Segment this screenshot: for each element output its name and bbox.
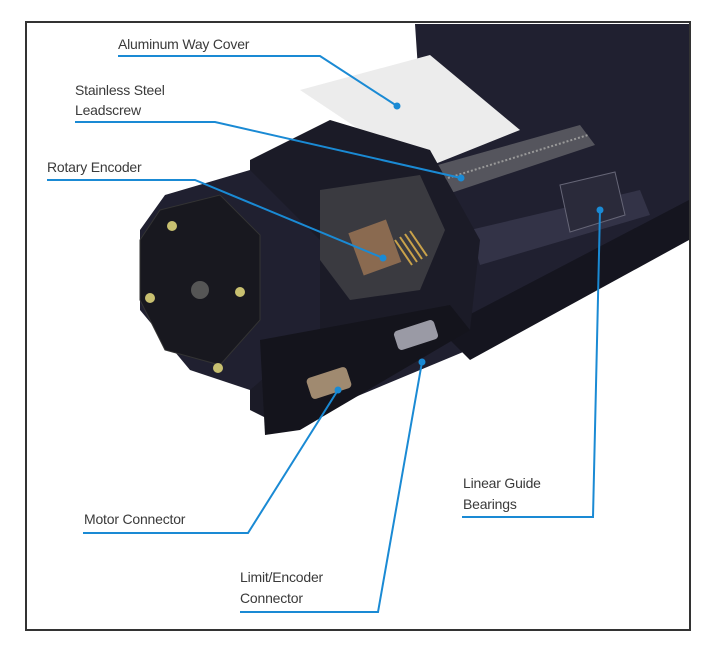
callout-line-limit-connector <box>240 361 423 613</box>
way-cover-shape <box>300 55 520 170</box>
limit-connector-shape <box>393 320 439 350</box>
label-aluminum-way-cover: Aluminum Way Cover <box>118 36 250 52</box>
label-bearings-line1: Linear Guide <box>463 475 541 491</box>
stage-side <box>440 200 689 360</box>
motor-screws <box>145 221 245 373</box>
callout-line-encoder <box>47 179 384 259</box>
encoder-pins <box>394 230 428 266</box>
callout-dots <box>334 102 604 394</box>
motor-shaft <box>191 281 209 299</box>
label-motor-connector: Motor Connector <box>84 511 186 527</box>
label-leadscrew-line2: Leadscrew <box>75 102 141 118</box>
bearing-block-shape <box>559 171 626 233</box>
label-limit-line1: Limit/Encoder <box>240 569 323 585</box>
callout-line-motor-connector <box>83 389 339 534</box>
leadscrew-shape <box>420 125 595 200</box>
label-bearings-line2: Bearings <box>463 496 517 512</box>
motor-connector-shape <box>306 367 352 399</box>
motor-face <box>139 194 261 366</box>
callout-line-way-cover <box>118 55 398 107</box>
callout-lines <box>47 55 601 613</box>
callout-line-bearings <box>462 209 601 518</box>
figure-frame <box>25 21 691 631</box>
callout-line-leadscrew <box>75 121 462 179</box>
label-limit-line2: Connector <box>240 590 303 606</box>
encoder-board <box>348 219 402 276</box>
label-leadscrew-line1: Stainless Steel <box>75 82 165 98</box>
label-rotary-encoder: Rotary Encoder <box>47 159 142 175</box>
